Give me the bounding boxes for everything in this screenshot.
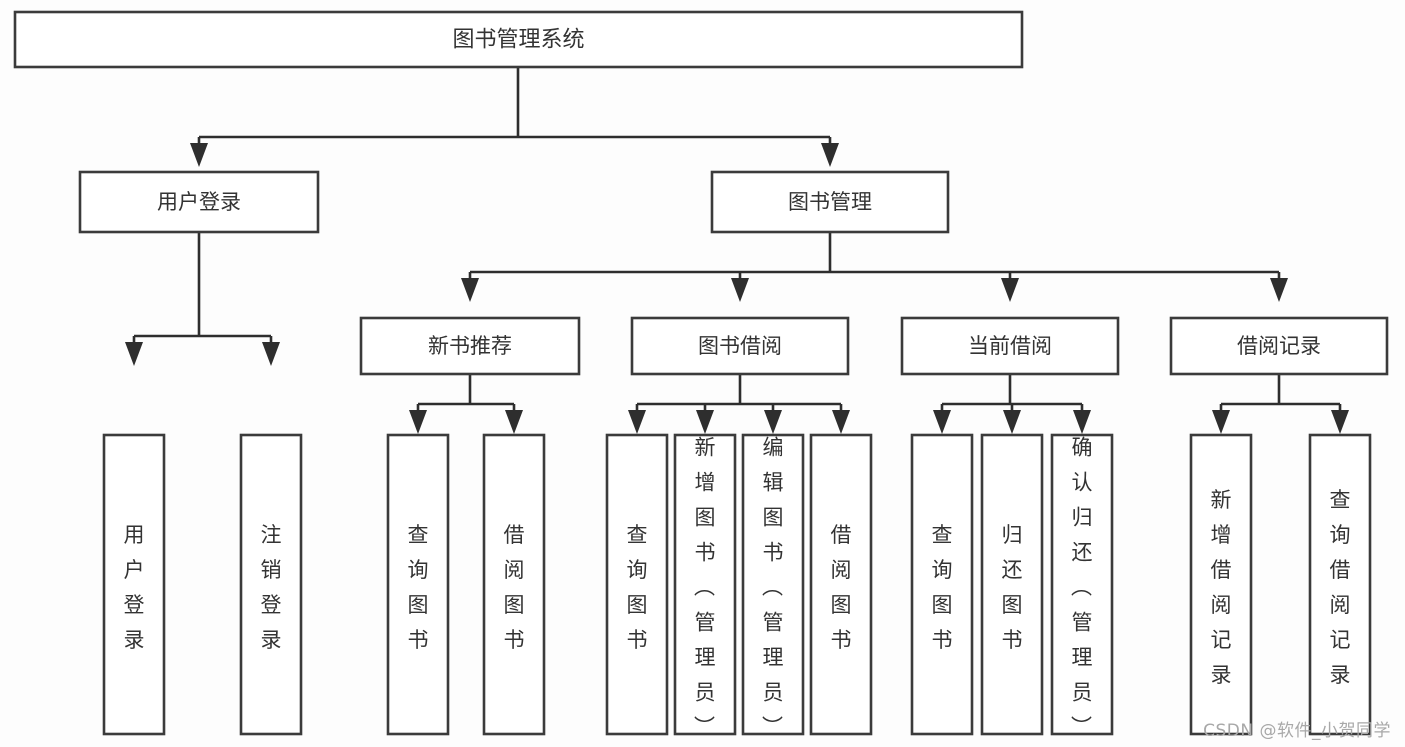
connector-bus-root: [190, 67, 839, 167]
leaf-node-leaf-return-book[interactable]: 归还图书: [980, 433, 1044, 736]
leaf-label-leaf-borrow-book-1: 借阅图书: [504, 523, 525, 652]
leaf-label-leaf-add-book: 新增图书（管理员）: [694, 435, 716, 739]
level3-node-rect-book-borrow[interactable]: [630, 316, 850, 376]
root-node-label-root: 图书管理系统: [452, 28, 584, 53]
leaf-rect-leaf-confirm-return[interactable]: [1050, 433, 1114, 736]
leaf-node-leaf-query-book-2[interactable]: 查询图书: [605, 433, 669, 736]
leaf-rect-leaf-query-record[interactable]: [1308, 433, 1372, 736]
leaf-node-leaf-edit-book[interactable]: 编辑图书（管理员）: [741, 433, 805, 739]
level3-node-label-current-borrow: 当前借阅: [968, 334, 1052, 358]
leaf-label-leaf-query-book-2: 查询图书: [627, 523, 648, 652]
connector-bus-current-borrow: [933, 374, 1091, 434]
leaf-label-leaf-borrow-book-2: 借阅图书: [831, 523, 852, 652]
connector-bus-new-book: [409, 374, 523, 434]
nodes-layer: 图书管理系统用户登录图书管理新书推荐图书借阅当前借阅借阅记录用户登录注销登录查询…: [13, 10, 1389, 739]
leaf-node-leaf-borrow-book-2[interactable]: 借阅图书: [809, 433, 873, 736]
leaf-rect-leaf-edit-book[interactable]: [741, 433, 805, 736]
level2-node-label-user-login: 用户登录: [157, 190, 241, 214]
level3-node-rect-new-book-recommend[interactable]: [359, 316, 581, 376]
level2-node-book-manage[interactable]: 图书管理: [710, 170, 950, 234]
leaf-node-leaf-query-book-3[interactable]: 查询图书: [910, 433, 974, 736]
level3-node-label-new-book-recommend: 新书推荐: [428, 334, 512, 358]
leaf-rect-leaf-add-record[interactable]: [1189, 433, 1253, 736]
leaf-label-leaf-query-book-3: 查询图书: [932, 523, 953, 652]
level3-node-label-book-borrow: 图书借阅: [698, 334, 782, 358]
leaf-node-leaf-add-book[interactable]: 新增图书（管理员）: [673, 433, 737, 739]
leaf-rect-leaf-query-book-3[interactable]: [910, 433, 974, 736]
leaf-node-leaf-query-book-1[interactable]: 查询图书: [386, 433, 450, 736]
connectors-layer: [125, 67, 1349, 434]
leaf-node-leaf-borrow-book-1[interactable]: 借阅图书: [482, 433, 546, 736]
level3-node-book-borrow[interactable]: 图书借阅: [630, 316, 850, 376]
leaf-rect-leaf-borrow-book-2[interactable]: [809, 433, 873, 736]
level2-node-rect-user-login[interactable]: [78, 170, 320, 234]
leaf-label-leaf-query-book-1: 查询图书: [408, 523, 429, 652]
level3-node-current-borrow[interactable]: 当前借阅: [900, 316, 1120, 376]
level3-node-new-book-recommend[interactable]: 新书推荐: [359, 316, 581, 376]
leaf-rect-leaf-query-book-2[interactable]: [605, 433, 669, 736]
leaf-rect-leaf-add-book[interactable]: [673, 433, 737, 736]
level3-node-rect-borrow-record[interactable]: [1169, 316, 1389, 376]
leaf-rect-leaf-query-book-1[interactable]: [386, 433, 450, 736]
leaf-label-leaf-query-record: 查询借阅记录: [1330, 488, 1351, 687]
root-node-rect-root[interactable]: [13, 10, 1024, 69]
leaf-label-leaf-user-login: 用户登录: [124, 523, 145, 652]
leaf-label-leaf-add-record: 新增借阅记录: [1211, 488, 1232, 687]
level3-node-label-borrow-record: 借阅记录: [1237, 334, 1321, 358]
leaf-rect-leaf-user-login[interactable]: [102, 433, 166, 736]
level2-node-user-login[interactable]: 用户登录: [78, 170, 320, 234]
root-node-root[interactable]: 图书管理系统: [13, 10, 1024, 69]
leaf-rect-leaf-borrow-book-1[interactable]: [482, 433, 546, 736]
leaf-label-leaf-edit-book: 编辑图书（管理员）: [762, 435, 784, 739]
leaf-node-leaf-query-record[interactable]: 查询借阅记录: [1308, 433, 1372, 736]
leaf-label-leaf-return-book: 归还图书: [1002, 523, 1023, 652]
leaf-rect-leaf-logout-login[interactable]: [239, 433, 303, 736]
connector-bus-book-borrow: [628, 374, 850, 434]
leaf-label-leaf-confirm-return: 确认归还（管理员）: [1071, 435, 1093, 739]
level2-node-rect-book-manage[interactable]: [710, 170, 950, 234]
leaf-label-leaf-logout-login: 注销登录: [261, 523, 282, 652]
level2-node-label-book-manage: 图书管理: [788, 190, 872, 214]
connector-bus-user-login: [125, 232, 280, 366]
connector-bus-borrow-record: [1212, 374, 1349, 434]
leaf-node-leaf-confirm-return[interactable]: 确认归还（管理员）: [1050, 433, 1114, 739]
leaf-node-leaf-user-login[interactable]: 用户登录: [102, 433, 166, 736]
leaf-node-leaf-add-record[interactable]: 新增借阅记录: [1189, 433, 1253, 736]
level3-node-borrow-record[interactable]: 借阅记录: [1169, 316, 1389, 376]
leaf-rect-leaf-return-book[interactable]: [980, 433, 1044, 736]
connector-bus-book-manage: [461, 232, 1288, 302]
leaf-node-leaf-logout-login[interactable]: 注销登录: [239, 433, 303, 736]
level3-node-rect-current-borrow[interactable]: [900, 316, 1120, 376]
watermark-label: CSDN @软件_小贺同学: [1203, 721, 1391, 741]
